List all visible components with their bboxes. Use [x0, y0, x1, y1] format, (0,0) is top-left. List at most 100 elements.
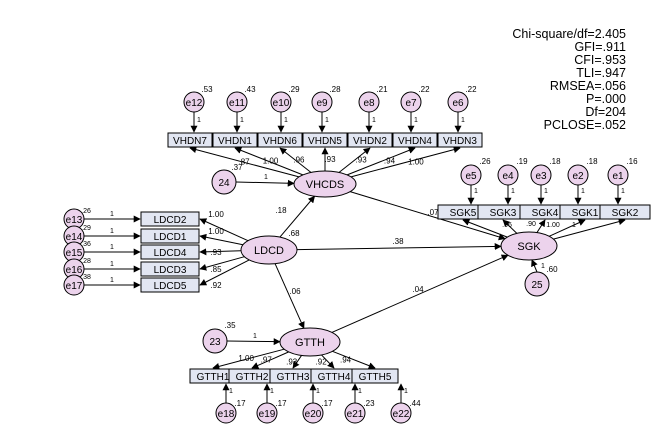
error-var-e19: .17 — [275, 399, 287, 408]
fit-index-4: RMSEA=.056 — [549, 79, 626, 93]
error-var-e21: .23 — [363, 399, 375, 408]
fit-index-2: CFI=.953 — [574, 53, 626, 67]
loading-arrow-gtth4 — [321, 354, 335, 369]
error-path-e12: 1 — [197, 117, 201, 124]
error-e18-label: e18 — [218, 409, 235, 420]
indicator-vhdn4 — [392, 132, 438, 148]
error-var-e17: .38 — [81, 274, 91, 281]
fit-index-7: PCLOSE=.052 — [543, 118, 626, 132]
error-e11 — [226, 91, 248, 113]
indicator-gtth5 — [351, 368, 399, 384]
loading-label-vhdn6: .96 — [293, 155, 305, 164]
error-e20-label: e20 — [305, 409, 322, 420]
latent-sgk — [500, 231, 558, 261]
disturbance-var-24: .37 — [231, 163, 243, 172]
path-vhcds-sgk — [349, 191, 506, 241]
loading-arrow-gtth3 — [292, 355, 302, 369]
error-path-e7: 1 — [414, 117, 418, 124]
error-path-e22: 1 — [404, 388, 408, 395]
indicator-gtth2-label: GTTH2 — [236, 372, 269, 383]
error-e19-label: e19 — [259, 409, 276, 420]
loading-label-vhdn5: .93 — [324, 155, 336, 164]
indicator-sgk2-label: SGK2 — [612, 208, 639, 219]
error-var-e20: .17 — [321, 399, 333, 408]
loading-arrow-vhdn2 — [338, 147, 371, 173]
error-e11-label: e11 — [229, 98, 245, 109]
error-e10-label: e10 — [273, 98, 290, 109]
loading-arrow-gtth2 — [251, 351, 289, 369]
error-var-e3: .18 — [549, 157, 561, 166]
indicator-ldcd1-label: LDCD1 — [154, 232, 187, 243]
indicator-vhdn2 — [347, 132, 393, 148]
disturbance-23 — [202, 328, 228, 354]
loading-arrow-vhdn4 — [346, 147, 416, 176]
error-path-e20: 1 — [316, 388, 320, 395]
error-var-e13: .26 — [81, 208, 91, 215]
loading-arrow-sgk5 — [462, 219, 508, 238]
error-e21-label: e21 — [347, 409, 364, 420]
disturbance-path-24: 1 — [264, 174, 268, 181]
loading-arrow-vhdn3 — [350, 146, 461, 178]
error-e4-label: e4 — [502, 171, 514, 182]
indicator-vhdn1 — [212, 132, 258, 148]
indicator-vhdn3-label: VHDN3 — [443, 136, 477, 147]
loading-label-ldcd4: .93 — [210, 248, 222, 257]
loading-arrow-gtth5 — [332, 350, 376, 369]
error-e13-label: e13 — [66, 215, 83, 226]
latent-vhcds-label: VHCDS — [306, 179, 345, 191]
sgk-loading-label-3: 1 — [572, 222, 576, 229]
error-path-e17: 1 — [110, 277, 114, 284]
latent-gtth-label: GTTH — [295, 337, 325, 349]
disturbance-23-label: 23 — [209, 337, 221, 348]
latent-ldcd-label: LDCD — [254, 245, 284, 257]
path-gtth-sgk-label: .04 — [412, 285, 424, 294]
indicator-vhdn5-label: VHDN5 — [308, 136, 342, 147]
error-e22 — [390, 402, 412, 424]
indicator-gtth3-label: GTTH3 — [277, 372, 310, 383]
loading-label-ldcd2: 1.00 — [208, 210, 224, 219]
error-path-e10: 1 — [284, 117, 288, 124]
error-path-e16: 1 — [110, 261, 114, 268]
loading-arrow-sgk1 — [548, 219, 586, 237]
ldcd-variance: .68 — [288, 229, 300, 238]
error-path-e14: 1 — [110, 228, 114, 235]
loading-label-vhdn7: .87 — [239, 157, 251, 166]
loading-arrow-sgk2 — [553, 218, 626, 240]
error-path-e19: 1 — [270, 388, 274, 395]
loading-label-gtth1: 1.00 — [238, 354, 254, 363]
error-var-e5: .26 — [479, 157, 491, 166]
indicator-vhdn4-label: VHDN4 — [398, 136, 432, 147]
error-e19 — [256, 402, 278, 424]
error-e3 — [530, 164, 552, 186]
error-var-e8: .21 — [376, 85, 388, 94]
error-e7 — [400, 91, 422, 113]
indicator-ldcd4 — [140, 244, 200, 260]
indicator-vhdn3 — [437, 132, 483, 148]
error-var-e15: .36 — [81, 241, 91, 248]
error-var-e22: .44 — [409, 399, 421, 408]
error-var-e18: .17 — [234, 399, 246, 408]
loading-arrow-ldcd5 — [199, 259, 250, 286]
error-e18 — [215, 402, 237, 424]
loading-label-gtth5: .94 — [340, 355, 352, 364]
disturbance-25 — [524, 271, 550, 297]
indicator-ldcd3 — [140, 261, 200, 277]
error-path-e3: 1 — [544, 188, 548, 195]
error-path-e9: 1 — [325, 117, 329, 124]
loading-label-ldcd1: 1.00 — [208, 227, 224, 236]
error-e21 — [344, 402, 366, 424]
error-e6-label: e6 — [452, 98, 464, 109]
loading-label-vhdn1: 1.00 — [263, 157, 279, 166]
loading-arrow-vhdn7 — [189, 146, 300, 178]
error-var-e12: .53 — [201, 85, 213, 94]
error-path-e18: 1 — [229, 388, 233, 395]
error-e8 — [358, 91, 380, 113]
error-e9 — [311, 91, 333, 113]
error-e8-label: e8 — [363, 98, 375, 109]
indicator-ldcd5 — [140, 277, 200, 293]
sgk-loading-label-1: .90 — [526, 221, 536, 228]
loading-label-gtth2: .97 — [261, 356, 273, 365]
error-var-e16: .28 — [81, 258, 91, 265]
sgk-loading-label-0: .96 — [502, 222, 512, 229]
indicator-vhdn6 — [257, 132, 303, 148]
